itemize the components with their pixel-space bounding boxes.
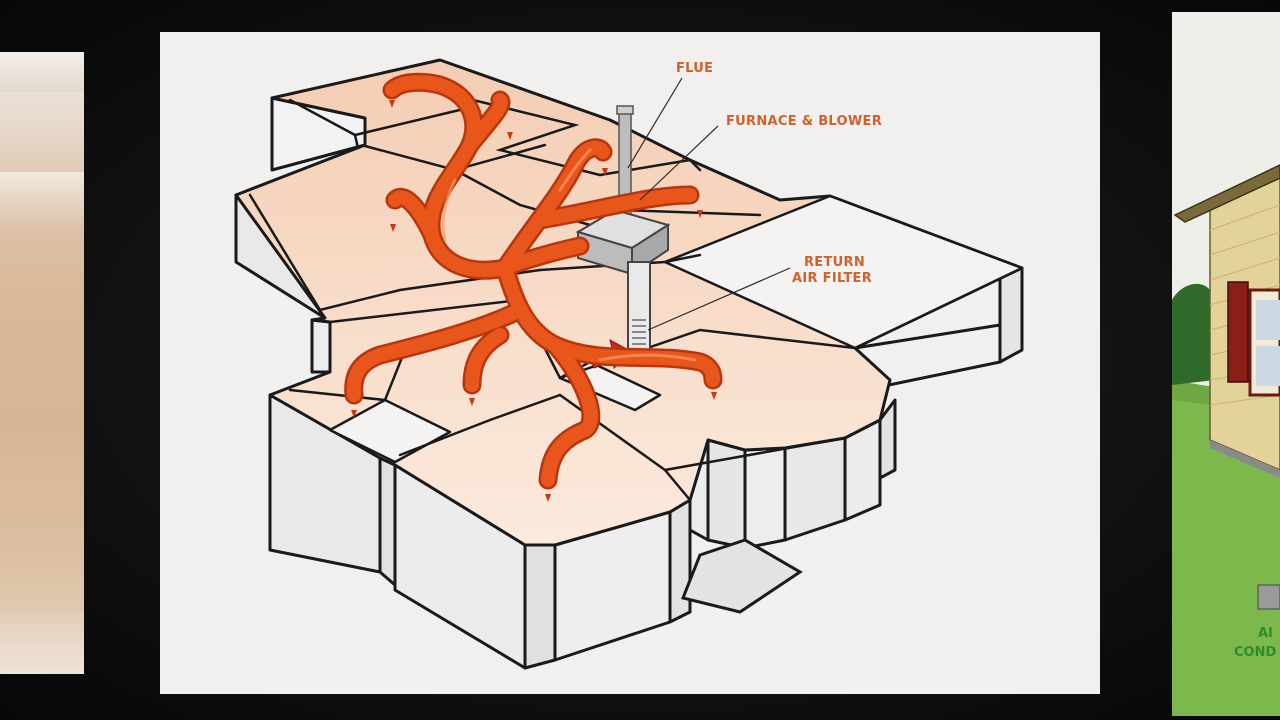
window-pane bbox=[1256, 346, 1280, 386]
duct-branch bbox=[465, 328, 507, 392]
return-label-line1: RETURN bbox=[804, 255, 865, 270]
duct-branch bbox=[463, 93, 508, 152]
duct-branch bbox=[533, 188, 697, 227]
hvac-diagram-slide: FLUE FURNACE & BLOWER RETURN AIR FILTER bbox=[160, 32, 1100, 694]
house-duct-diagram: FLUE FURNACE & BLOWER RETURN AIR FILTER bbox=[234, 58, 1024, 670]
duct-branch bbox=[541, 338, 598, 487]
duct-highlights bbox=[441, 148, 697, 362]
wall-panel bbox=[0, 52, 84, 92]
return-air-filter-grille bbox=[632, 319, 646, 345]
flue-label: FLUE bbox=[676, 61, 713, 76]
wall-panel bbox=[0, 172, 84, 232]
supply-register-arrows bbox=[351, 100, 717, 502]
wall-panel bbox=[0, 612, 84, 674]
duct-branch bbox=[388, 190, 439, 242]
roof-eave bbox=[1173, 164, 1280, 223]
callout-lines bbox=[627, 77, 791, 331]
ac-unit bbox=[1257, 584, 1280, 610]
bush bbox=[1172, 283, 1215, 385]
return-label-line2: AIR FILTER bbox=[792, 271, 872, 286]
porch-slab bbox=[680, 538, 803, 614]
window-shutter bbox=[1227, 281, 1249, 383]
next-slide-preview[interactable]: AI COND bbox=[1172, 12, 1280, 716]
previous-slide-preview[interactable] bbox=[0, 52, 84, 674]
duct-branch bbox=[346, 303, 527, 402]
next-slide-label-line1: AI bbox=[1258, 626, 1273, 641]
furnace-callout-line bbox=[639, 125, 719, 201]
house-illustration: AI COND bbox=[1172, 164, 1280, 716]
next-slide-label-line2: COND bbox=[1234, 645, 1276, 660]
return-callout-line bbox=[647, 267, 791, 331]
window-pane bbox=[1256, 300, 1280, 340]
furnace-label: FURNACE & BLOWER bbox=[726, 114, 882, 129]
flue-callout-line bbox=[627, 77, 683, 169]
furnace-assembly bbox=[575, 105, 671, 370]
